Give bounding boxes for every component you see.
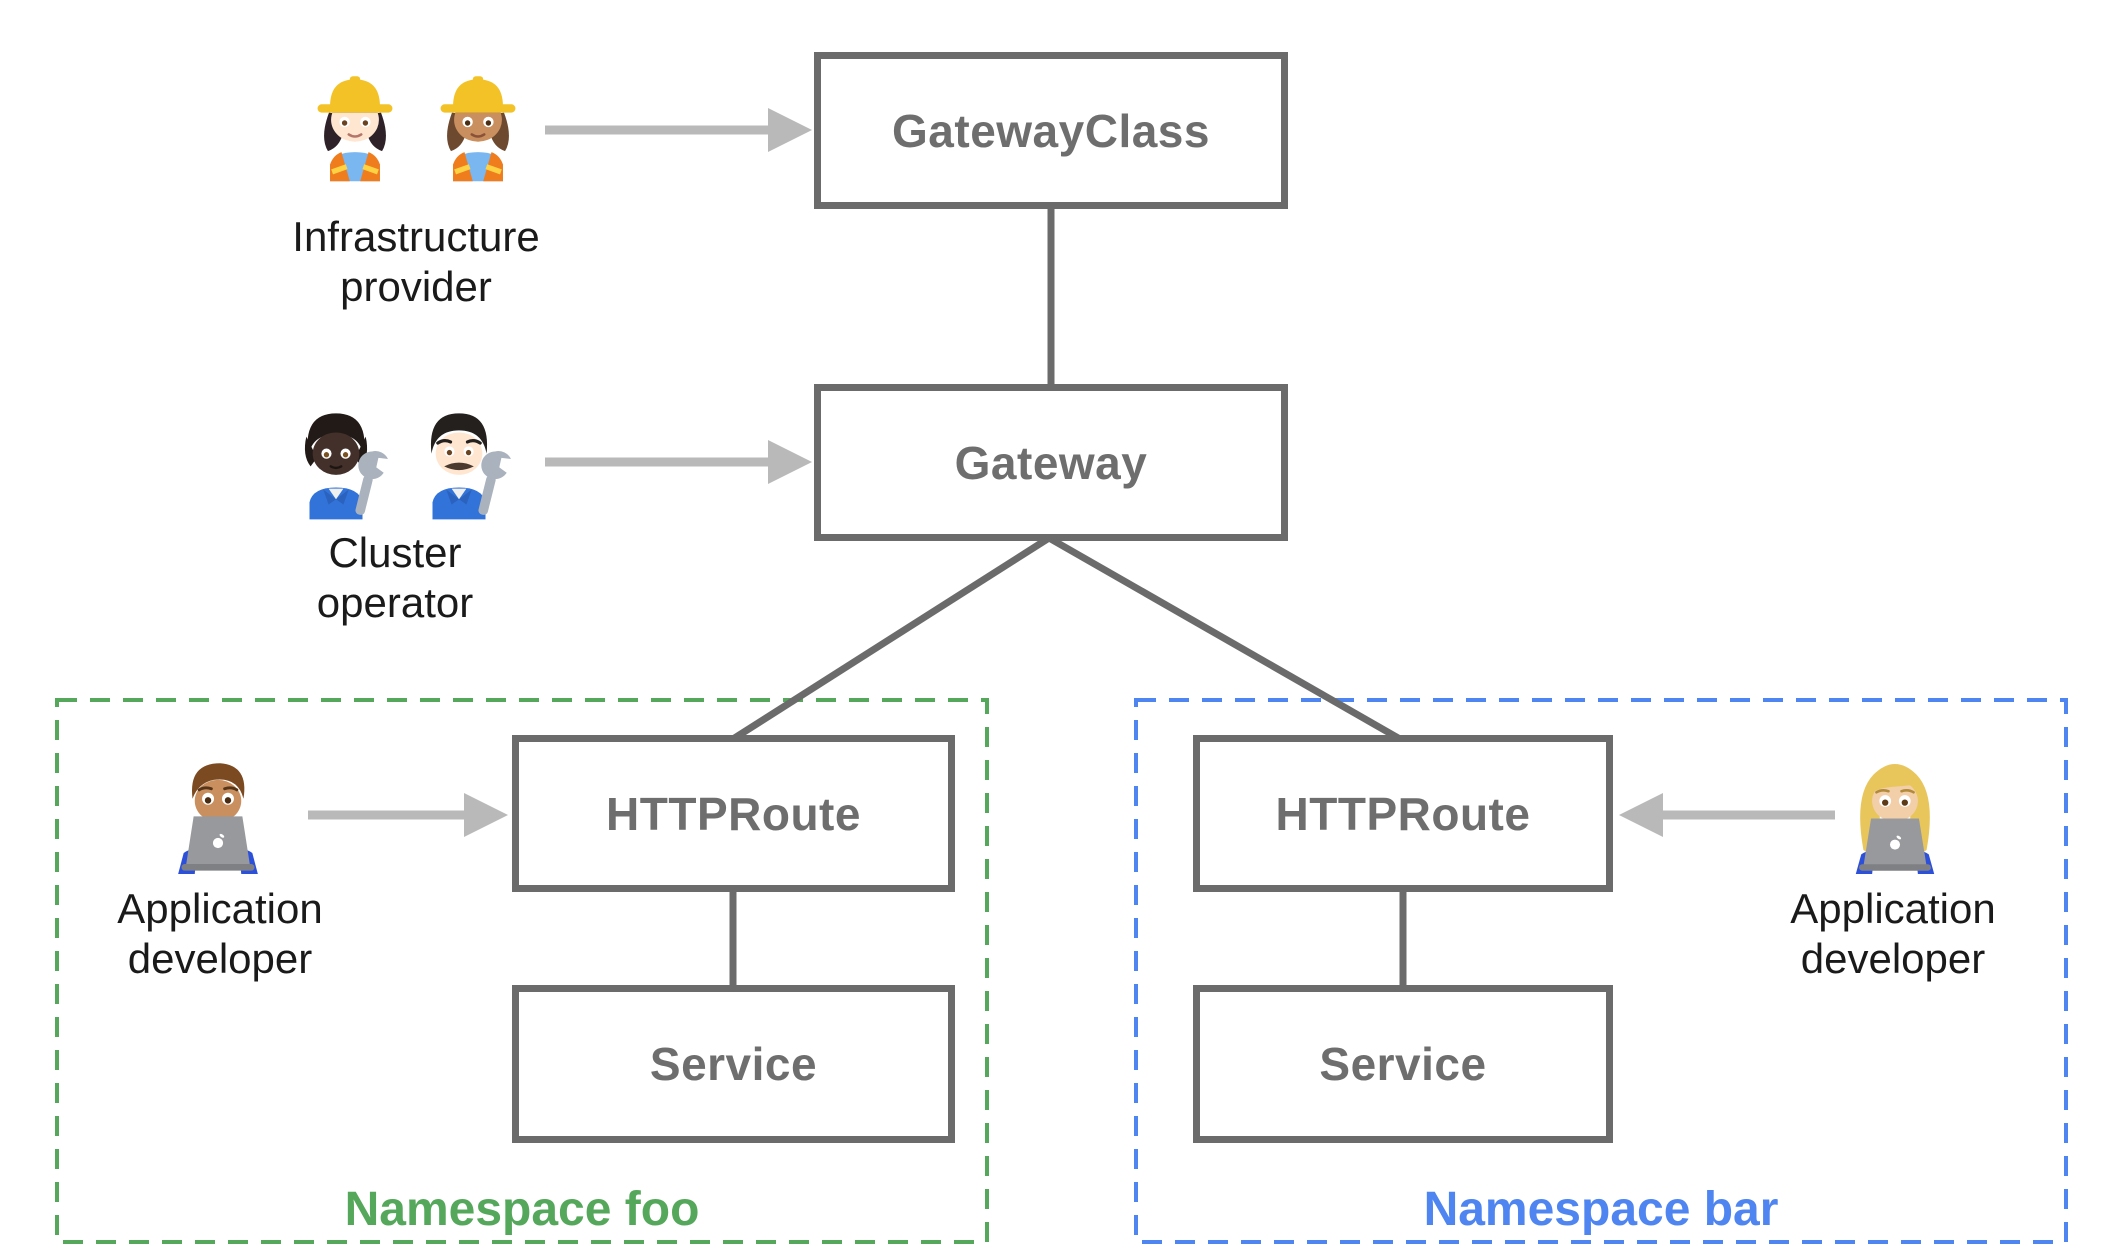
man-technologist-medium-skin-icon: [160, 750, 276, 874]
namespace-bar-label: Namespace bar: [1423, 1183, 1779, 1236]
gatewayclass-node: GatewayClass: [814, 52, 1288, 209]
infrastructure-provider-label-line1: Infrastructure: [292, 213, 540, 260]
woman-construction-worker-medium-skin-icon: [426, 60, 530, 186]
mechanic-dark-skin-icon: [283, 396, 389, 524]
httproute-bar-node: HTTPRoute: [1193, 735, 1613, 892]
namespace-foo-label: Namespace foo: [344, 1183, 700, 1236]
application-developer-foo-label: Application developer: [0, 884, 440, 984]
edge-gateway-httproute-foo: [731, 535, 1051, 742]
httproute-bar-label: HTTPRoute: [1275, 787, 1531, 840]
arrow-app-developer-to-httproute-foo: [308, 793, 508, 837]
application-developer-bar-label-line1: Application: [1790, 885, 1996, 932]
service-foo-node: Service: [512, 985, 955, 1143]
wrench-glyph: [478, 451, 511, 515]
man-mechanic-light-skin-icon: [406, 396, 512, 524]
infrastructure-provider-label: Infrastructure provider: [166, 212, 666, 312]
arrow-infrastructure-provider-to-gatewayclass: [545, 108, 812, 152]
service-bar-node: Service: [1193, 985, 1613, 1143]
infrastructure-provider-label-line2: provider: [340, 263, 492, 310]
edge-gateway-httproute-bar: [1047, 534, 1402, 743]
application-developer-bar-label: Application developer: [1673, 884, 2112, 984]
woman-technologist-light-skin-icon: [1838, 752, 1952, 874]
gatewayclass-label: GatewayClass: [892, 104, 1210, 157]
service-bar-label: Service: [1319, 1038, 1487, 1090]
httproute-foo-node: HTTPRoute: [512, 735, 955, 892]
woman-construction-worker-light-skin-icon: [303, 60, 407, 186]
service-foo-label: Service: [649, 1038, 818, 1090]
gateway-node: Gateway: [814, 384, 1288, 541]
cluster-operator-label: Cluster operator: [145, 528, 645, 628]
cluster-operator-label-line1: Cluster: [328, 529, 462, 576]
wrench-glyph: [355, 451, 388, 515]
gateway-label: Gateway: [954, 436, 1148, 489]
httproute-foo-label: HTTPRoute: [606, 787, 861, 840]
arrow-app-developer-to-httproute-bar: [1619, 793, 1835, 837]
arrow-cluster-operator-to-gateway: [545, 440, 812, 484]
application-developer-bar-label-line2: developer: [1800, 935, 1986, 982]
cluster-operator-label-line2: operator: [316, 579, 474, 626]
application-developer-foo-label-line2: developer: [127, 935, 313, 982]
application-developer-foo-label-line1: Application: [117, 885, 323, 932]
